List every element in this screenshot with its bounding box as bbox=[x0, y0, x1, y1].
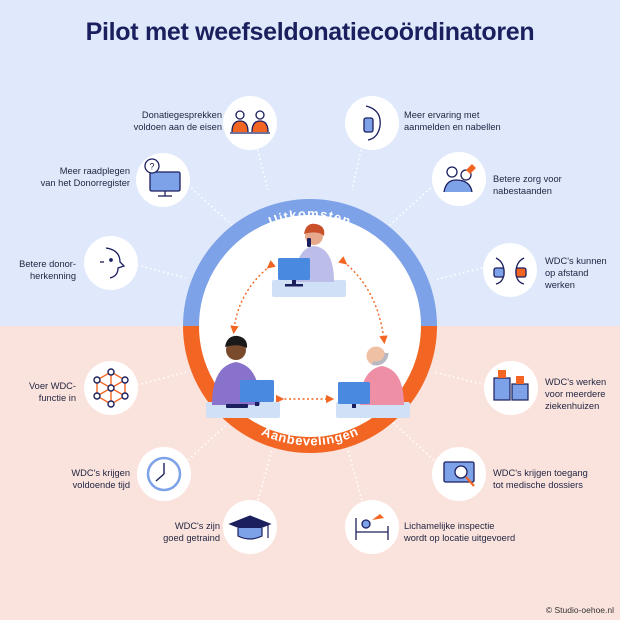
computer-question-icon: ? bbox=[144, 158, 181, 197]
hospitals-icon bbox=[493, 370, 529, 401]
svg-text:?: ? bbox=[149, 162, 154, 172]
masked-conversation-icon bbox=[493, 257, 527, 285]
copyright-notice: © Studio-oehoe.nl bbox=[545, 605, 614, 615]
person-on-phone bbox=[272, 223, 346, 297]
consoling-hug-icon bbox=[443, 164, 476, 193]
person-man-at-desk bbox=[206, 335, 280, 418]
label-wdc-functie: Voer WDC-functie in bbox=[28, 381, 76, 403]
magnifier-screen-icon bbox=[443, 461, 475, 487]
connection-arrows bbox=[230, 256, 388, 404]
face-profile-icon bbox=[100, 247, 126, 279]
recommendations-ring bbox=[183, 326, 437, 453]
outcomes-ring bbox=[183, 199, 437, 326]
connector-lines bbox=[136, 127, 486, 501]
label-donorherkenning: Betere donor-herkenning bbox=[19, 259, 76, 281]
meeting-people-icon bbox=[230, 110, 270, 134]
patient-bed-icon bbox=[355, 514, 389, 540]
ring-label-uitkomsten: Uitkomsten bbox=[266, 206, 353, 229]
clock-icon bbox=[146, 456, 182, 492]
person-woman-at-desk bbox=[336, 340, 410, 418]
phone-call-icon bbox=[363, 105, 381, 141]
network-nodes-icon bbox=[93, 368, 129, 408]
page-title: Pilot met weefseldonatiecoördinatoren bbox=[85, 18, 535, 46]
graduation-cap-icon bbox=[228, 515, 272, 540]
